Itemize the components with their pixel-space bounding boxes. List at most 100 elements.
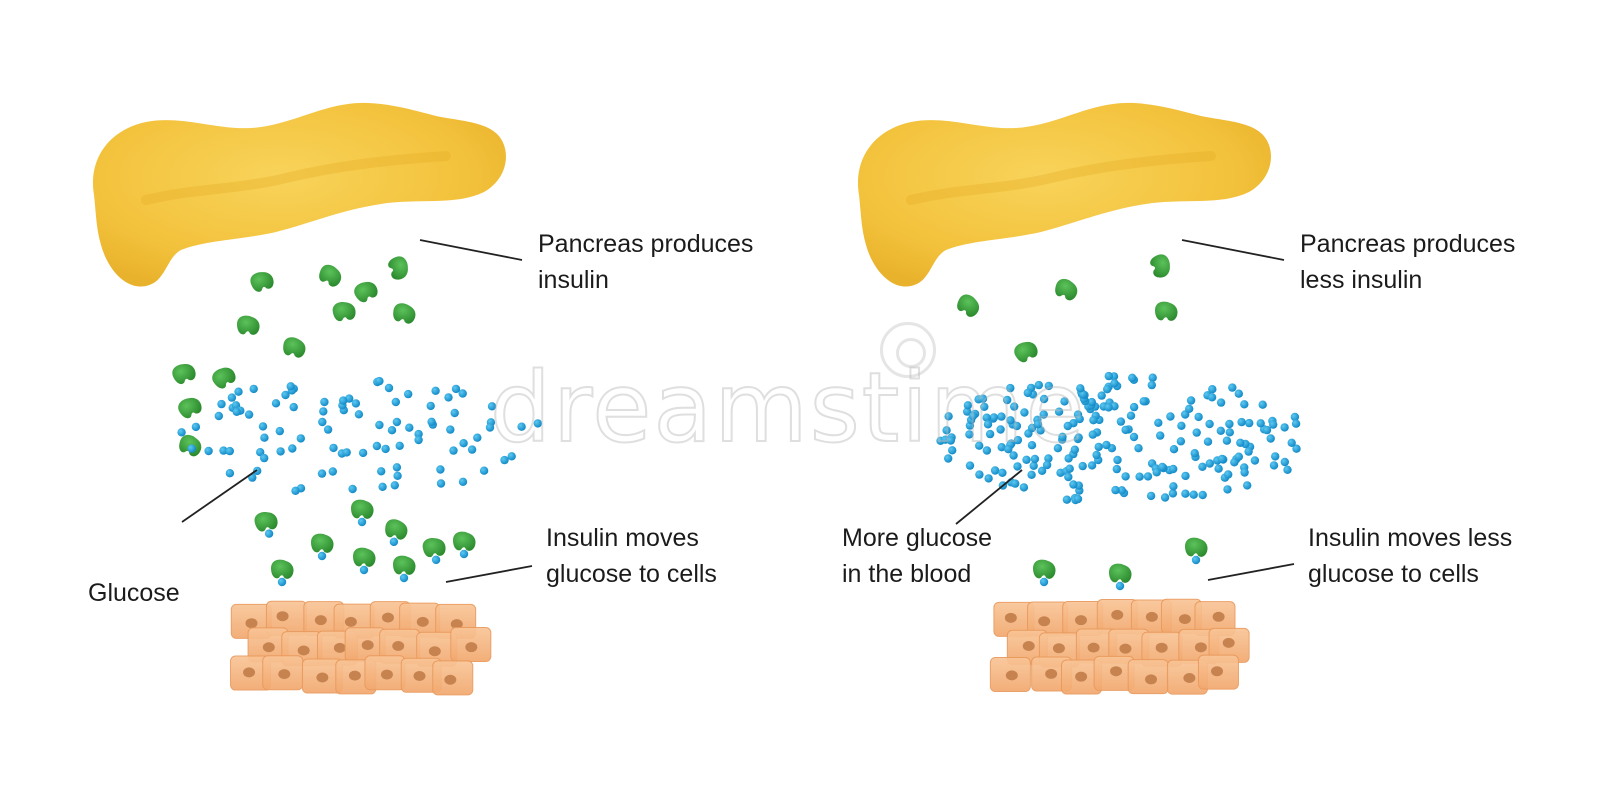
glucose-molecule — [997, 412, 1006, 421]
glucose-molecule — [1177, 421, 1186, 430]
body-cell — [364, 655, 406, 691]
glucose-molecule — [1013, 435, 1023, 445]
glucose-molecule — [1011, 479, 1020, 488]
cell-nucleus — [1005, 670, 1018, 681]
glucose-molecule — [1169, 482, 1178, 491]
glucose-molecule — [1244, 447, 1253, 456]
glucose-molecule — [997, 443, 1006, 452]
pancreas-label-left-line2: insulin — [538, 266, 609, 294]
glucose-molecule — [1064, 454, 1073, 463]
glucose-molecule — [177, 428, 186, 437]
cell-nucleus — [1178, 614, 1191, 625]
cell-nucleus — [278, 669, 291, 680]
glucose-molecule — [459, 439, 468, 448]
glucose-molecule — [1134, 444, 1143, 453]
glucose-molecule — [1058, 432, 1067, 441]
glucose-molecule — [1271, 452, 1280, 461]
glucose-molecule — [485, 423, 495, 432]
glucose-label-right-line1: More glucose — [842, 524, 993, 552]
cell-nucleus — [416, 616, 429, 627]
cell-nucleus — [348, 670, 361, 681]
glucose-molecule — [1027, 470, 1036, 479]
insulin-molecule — [385, 254, 412, 282]
glucose-molecule — [288, 444, 297, 453]
glucose-molecule — [318, 417, 327, 427]
glucose-molecule — [989, 413, 999, 422]
glucose-molecule — [249, 384, 258, 394]
leader-line-glucose-right — [955, 469, 1023, 525]
insulin-label-right: Insulin moves less glucose to cells — [1308, 520, 1512, 592]
glucose-molecule — [449, 446, 458, 455]
glucose-molecule — [392, 463, 402, 472]
glucose-molecule — [985, 429, 995, 439]
glucose-molecule — [1121, 472, 1130, 481]
cell-nucleus — [1110, 666, 1123, 677]
glucose-molecule — [1191, 555, 1201, 565]
insulin-molecule — [331, 299, 357, 323]
cell-nucleus — [1211, 666, 1224, 677]
pancreas-label-right-line1: Pancreas produces — [1300, 230, 1516, 258]
body-cell — [379, 628, 421, 664]
glucose-molecule — [1019, 483, 1029, 492]
cell-nucleus — [1038, 616, 1051, 627]
glucose-molecule — [1060, 397, 1069, 406]
glucose-molecule — [1069, 480, 1078, 489]
glucose-molecule — [1121, 425, 1130, 435]
glucose-molecule — [1034, 380, 1044, 390]
insulin-glucose-complex — [271, 559, 294, 587]
glucose-molecule — [1087, 397, 1097, 407]
glucose-molecule — [444, 393, 453, 402]
glucose-molecule — [214, 411, 223, 421]
insulin-glucose-complex — [383, 517, 410, 547]
glucose-molecule — [965, 461, 975, 470]
glucose-molecule — [436, 479, 446, 488]
glucose-molecule — [1158, 462, 1167, 472]
glucose-molecule — [978, 394, 988, 403]
glucose-molecule — [427, 417, 436, 426]
cell-nucleus — [1052, 643, 1065, 654]
glucose-molecule — [965, 430, 974, 439]
glucose-molecule — [1269, 420, 1278, 429]
glucose-molecule — [381, 444, 390, 454]
insulin-label-right-line1: Insulin moves less — [1308, 524, 1513, 552]
glucose-molecule — [1097, 391, 1106, 400]
glucose-group-right — [936, 371, 1301, 505]
glucose-molecule — [963, 401, 973, 410]
glucose-molecule — [1185, 404, 1194, 413]
glucose-molecule — [354, 410, 364, 419]
glucose-molecule — [339, 396, 348, 405]
glucose-molecule — [1292, 444, 1301, 453]
glucose-molecule — [1139, 397, 1148, 406]
glucose-molecule — [1266, 434, 1275, 443]
glucose-molecule — [260, 433, 269, 442]
glucose-molecule — [232, 407, 241, 416]
cell-nucleus — [1145, 674, 1158, 685]
glucose-label-right-line2: in the blood — [842, 560, 972, 588]
glucose-molecule — [1117, 486, 1127, 495]
glucose-molecule — [426, 401, 435, 411]
glucose-molecule — [1186, 396, 1196, 405]
glucose-molecule — [1064, 472, 1073, 482]
glucose-molecule — [1044, 381, 1054, 391]
insulin-molecule — [954, 291, 984, 320]
body-cell — [432, 660, 474, 696]
insulin-molecule — [1155, 301, 1178, 321]
glucose-molecule — [1146, 491, 1156, 501]
glucose-molecule — [1012, 421, 1022, 431]
glucose-molecule — [1063, 421, 1073, 431]
glucose-molecule — [319, 407, 328, 416]
body-cell — [301, 658, 343, 694]
glucose-molecule — [1283, 465, 1292, 474]
glucose-molecule — [998, 468, 1007, 477]
body-cell — [989, 656, 1031, 692]
glucose-molecule — [975, 470, 984, 479]
glucose-molecule — [1189, 490, 1198, 499]
cell-nucleus — [444, 674, 457, 685]
glucose-molecule — [1078, 461, 1087, 471]
glucose-molecule — [414, 435, 423, 445]
glucose-molecule — [1280, 423, 1289, 432]
glucose-molecule — [1148, 373, 1157, 382]
glucose-molecule — [1073, 494, 1083, 504]
glucose-molecule — [359, 565, 369, 575]
glucose-label-left-text: Glucose — [88, 579, 180, 607]
